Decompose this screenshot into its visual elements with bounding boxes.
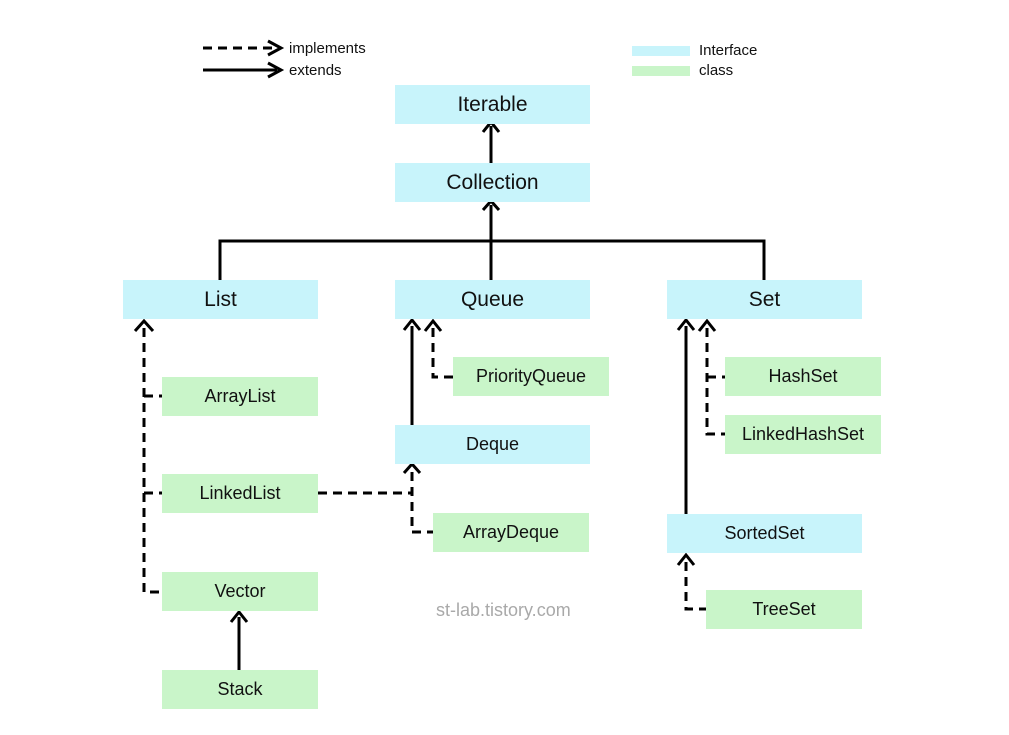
node-collection: Collection bbox=[395, 163, 590, 202]
edge-priorityqueue-implements-queue bbox=[423, 318, 453, 379]
node-set: Set bbox=[667, 280, 862, 319]
legend-class-label: class bbox=[699, 62, 734, 79]
node-deque: Deque bbox=[395, 425, 590, 464]
edge-subinterfaces-extend-collection bbox=[218, 198, 766, 280]
node-list: List bbox=[123, 280, 318, 319]
node-treeset: TreeSet bbox=[706, 590, 862, 629]
node-hashset: HashSet bbox=[725, 357, 881, 396]
node-queue: Queue bbox=[395, 280, 590, 319]
legend-interface-label: Interface bbox=[699, 42, 758, 59]
node-priorityqueue: PriorityQueue bbox=[453, 357, 609, 396]
node-arraydeque: ArrayDeque bbox=[433, 513, 589, 552]
node-sortedset: SortedSet bbox=[667, 514, 862, 553]
legend-extends-line bbox=[203, 61, 285, 79]
edge-set-implementations bbox=[697, 318, 725, 436]
node-iterable: Iterable bbox=[395, 85, 590, 124]
node-arraylist: ArrayList bbox=[162, 377, 318, 416]
node-linkedhashset: LinkedHashSet bbox=[725, 415, 881, 454]
node-stack: Stack bbox=[162, 670, 318, 709]
edge-deque-extends-queue bbox=[402, 317, 422, 425]
edge-sortedset-extends-set bbox=[676, 317, 696, 514]
legend-implements-line bbox=[203, 39, 285, 57]
legend-extends-label: extends bbox=[289, 62, 342, 79]
edge-stack-extends-vector bbox=[229, 609, 249, 670]
legend-implements-label: implements bbox=[289, 40, 366, 57]
legend-interface-swatch bbox=[632, 46, 690, 56]
node-linkedlist: LinkedList bbox=[162, 474, 318, 513]
legend-class-swatch bbox=[632, 66, 690, 76]
node-vector: Vector bbox=[162, 572, 318, 611]
edge-list-implementations bbox=[133, 318, 162, 594]
edge-deque-implementations bbox=[318, 461, 433, 534]
watermark: st-lab.tistory.com bbox=[436, 600, 571, 620]
edge-collection-extends-iterable bbox=[481, 119, 501, 163]
edge-treeset-implements-sortedset bbox=[676, 552, 706, 611]
